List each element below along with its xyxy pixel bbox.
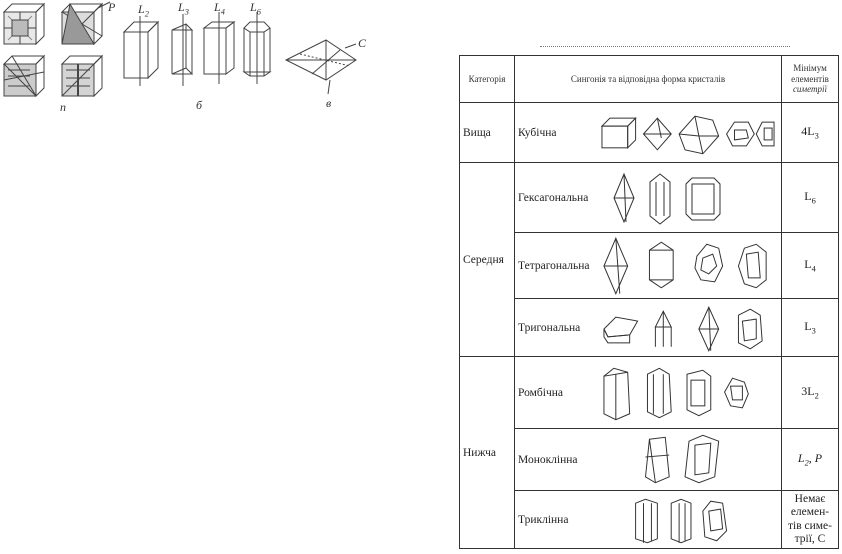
label-l2: L2 <box>138 2 149 19</box>
syngony-triclinic: Триклінна <box>518 513 569 526</box>
label-v: в <box>326 96 332 110</box>
syngony-trigonal: Тригональна <box>518 321 581 334</box>
header-min-symmetry: Мінімум елементів симетрії <box>781 55 839 103</box>
min-symmetry-trigonal: L3 <box>781 298 839 357</box>
min-symmetry-hexagonal: L6 <box>781 162 839 233</box>
min-symmetry-tetragonal: L4 <box>781 232 839 299</box>
cubic-crystals <box>600 115 775 154</box>
syngony-table: Категорія Сингонія та відповідна форма к… <box>459 55 839 549</box>
min-symmetry-monoclinic: L2, P <box>781 428 839 491</box>
prism-l3 <box>171 14 194 86</box>
header-syngony: Сингонія та відповідна форма кристалів <box>514 55 782 103</box>
prism-l2 <box>122 16 160 86</box>
table-row: Тригональна L3 <box>460 298 839 357</box>
tetragonal-crystals <box>603 236 767 295</box>
rhombic-crystals <box>603 367 749 420</box>
category-middle: Середня <box>459 162 515 357</box>
min-symmetry-rhombic: 3L2 <box>781 356 839 429</box>
cube-planes-2 <box>60 2 104 46</box>
table-row: Вища Кубічна 4 <box>459 102 839 163</box>
table-row: Моноклінна L2, P <box>460 428 839 491</box>
symmetry-diagram <box>2 1 357 98</box>
table-row: Нижча Ромбічна 3L2 <box>459 356 839 549</box>
syngony-monoclinic: Моноклінна <box>518 453 578 466</box>
syngony-rhombic: Ромбічна <box>518 386 564 399</box>
trigonal-crystals <box>603 305 763 352</box>
syngony-tetragonal: Тетрагональна <box>518 259 590 272</box>
label-l3: L3 <box>178 0 189 17</box>
category-higher: Вища <box>459 102 515 163</box>
cube-planes-3 <box>2 54 46 98</box>
table-row: Середня Гексагональна L6 <box>459 162 839 357</box>
header-category: Категорія <box>459 55 515 103</box>
bipyramid-center <box>284 39 357 95</box>
table-row: Триклінна Немає елемен- тів симе- т <box>460 490 839 549</box>
table-top-margin <box>540 46 790 47</box>
table-row: Тетрагональна L4 <box>460 232 839 299</box>
label-b: б <box>196 98 203 112</box>
monoclinic-crystals <box>644 434 720 483</box>
cube-planes-4 <box>60 54 104 98</box>
syngony-hexagonal: Гексагональна <box>518 191 589 204</box>
label-n: п <box>60 100 66 114</box>
symmetry-figures: P п L2 L3 L4 L6 б C в <box>0 0 380 130</box>
label-l6: L6 <box>250 0 261 17</box>
syngony-cubic: Кубічна <box>518 126 557 139</box>
prism-l4 <box>202 12 236 84</box>
hexagonal-crystals <box>613 172 721 225</box>
cube-planes-1 <box>2 2 46 46</box>
prism-l6 <box>242 12 272 84</box>
label-p: P <box>108 0 116 14</box>
min-symmetry-triclinic: Немає елемен- тів симе- трії, C <box>781 490 839 549</box>
triclinic-crystals <box>635 498 728 543</box>
min-symmetry-cubic: 4L3 <box>781 102 839 163</box>
category-lower: Нижча <box>459 356 515 549</box>
label-c: C <box>358 36 367 50</box>
table-header-row: Категорія Сингонія та відповідна форма к… <box>459 55 839 103</box>
label-l4: L4 <box>214 0 225 17</box>
